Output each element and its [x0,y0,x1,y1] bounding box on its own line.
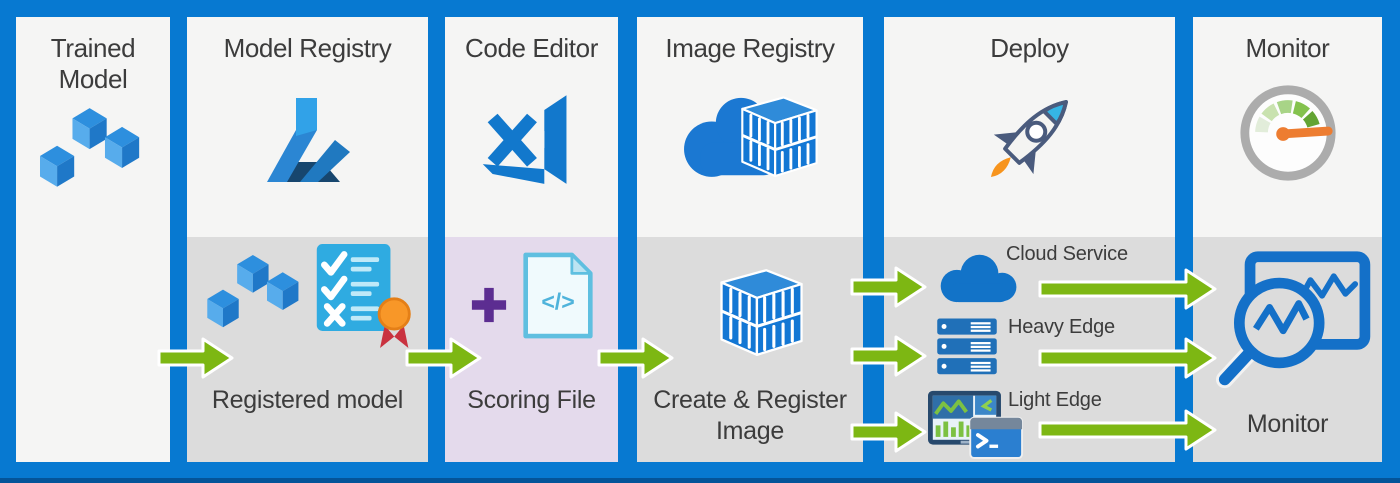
flow-arrow-editor-to-image [597,335,675,381]
column-image-registry: Image Registry Create & Register Image [637,17,863,462]
rocket-icon [990,100,1068,178]
column-monitor: Monitor [1193,17,1382,462]
monitor-panel-bottom: Monitor [1193,237,1382,462]
plus-icon [471,287,506,322]
target-label-heavy-edge: Heavy Edge [1008,316,1115,338]
registered-model-cubes-icon [201,250,311,348]
cloud-icon [940,254,1017,303]
image-registry-panel-top: Image Registry [637,17,863,237]
server-stack-icon [937,318,997,375]
column-code-editor: Code Editor [445,17,618,462]
column-title: Deploy [990,33,1069,63]
flow-arrow-image-to-cloud [850,264,928,310]
edge-device-icon [928,390,1024,459]
stage-label: Monitor [1246,410,1329,438]
trained-model-cubes-icon [33,103,153,209]
azure-ml-logo-icon [266,98,350,182]
stage-label: Scoring File [467,386,596,414]
flow-arrow-heavy-edge-to-monitor [1038,335,1218,381]
flow-arrow-image-to-heavy-edge [850,333,928,379]
model-registry-panel-top: Model Registry [187,17,428,237]
code-editor-panel-top: Code Editor [445,17,618,237]
column-title: Model Registry [223,33,392,63]
column-model-registry: Model Registry [187,17,428,462]
bottom-edge-shade [0,478,1400,483]
column-trained-model: Trained Model [16,17,170,462]
code-editor-panel-bottom: </> Scoring File [445,237,618,462]
deploy-panel-top: Deploy [884,17,1175,237]
column-title: Image Registry [665,33,835,63]
monitor-analytics-search-icon [1215,251,1370,389]
flow-arrow-trained-to-registry [157,335,235,381]
model-registry-panel-bottom: Registered model [187,237,428,462]
column-deploy: Deploy [884,17,1175,462]
column-title: Code Editor [465,33,598,63]
flow-arrow-light-edge-to-monitor [1038,407,1218,453]
target-label-light-edge: Light Edge [1008,389,1102,411]
vs-code-logo-icon [482,95,566,184]
gauge-icon [1239,85,1336,181]
column-title: Monitor [1245,33,1330,63]
stage-label: Registered model [211,386,404,414]
column-title: Trained Model [50,33,136,94]
flow-arrow-cloud-to-monitor [1038,266,1218,312]
flow-arrow-image-to-light-edge [850,409,928,455]
target-label-cloud-service: Cloud Service [1006,243,1128,265]
checklist-certificate-icon [316,244,411,348]
code-file-icon: </> [522,252,593,339]
cloud-container-registry-icon [684,96,819,178]
monitor-panel-top: Monitor [1193,17,1382,237]
flow-arrow-registry-to-editor [405,335,483,381]
code-glyph: </> [541,288,574,314]
container-icon [692,261,808,361]
stage-label: Create & Register Image [653,386,847,445]
trained-model-panel: Trained Model [16,17,170,462]
image-registry-panel-bottom: Create & Register Image [637,237,863,462]
